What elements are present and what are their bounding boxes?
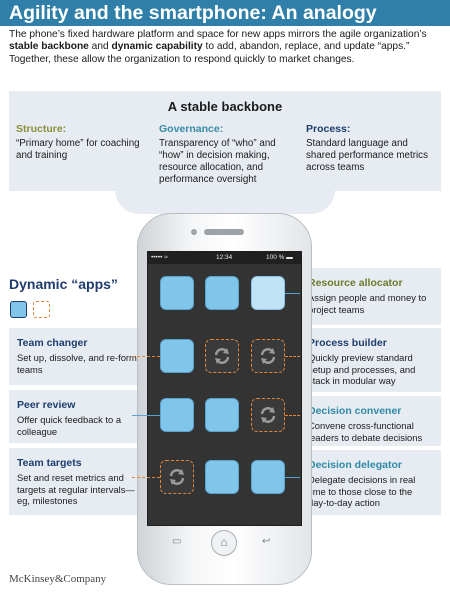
app-slot-refresh[interactable] xyxy=(205,339,239,373)
decision-delegator-title: Decision delegator xyxy=(308,459,402,471)
team-changer-title: Team changer xyxy=(17,337,88,349)
page-title: Agility and the smartphone: An analogy xyxy=(0,0,450,26)
intro-line3: Together, these allow the organization t… xyxy=(9,53,355,65)
structure-text: “Primary home” for coaching and training xyxy=(16,138,140,161)
app-icon[interactable] xyxy=(205,276,239,310)
decision-delegator-desc: Delegate decisions in real time to those… xyxy=(308,474,416,508)
speaker-slot xyxy=(204,229,244,235)
resource-allocator-title: Resource allocator xyxy=(308,277,403,289)
panel-team-targets: Team targets Set and reset metrics and t… xyxy=(9,448,149,515)
backbone-structure: Structure: “Primary home” for coaching a… xyxy=(16,123,146,162)
refresh-icon xyxy=(169,469,185,485)
legend-solid-app-icon xyxy=(10,301,27,318)
status-battery: 100 % ▬ xyxy=(266,254,293,261)
process-builder-desc: Quickly preview standard setup and proce… xyxy=(308,352,416,386)
team-targets-desc: Set and reset metrics and targets at reg… xyxy=(17,472,135,506)
connector-process-builder xyxy=(285,356,300,357)
team-changer-desc: Set up, dissolve, and re-form teams xyxy=(17,352,137,375)
process-builder-title: Process builder xyxy=(308,337,387,349)
app-icon[interactable] xyxy=(205,460,239,494)
governance-label: Governance: xyxy=(159,123,224,135)
intro-bold-stable-backbone: stable backbone xyxy=(9,41,89,53)
team-targets-title: Team targets xyxy=(17,457,82,469)
resource-allocator-desc: Assign people and money to project teams xyxy=(308,292,427,315)
footer-logo: McKinsey&Company xyxy=(9,573,107,585)
intro-text: The phone’s fixed hardware platform and … xyxy=(9,29,445,66)
app-icon[interactable] xyxy=(205,398,239,432)
governance-text: Transparency of “who” and “how” in decis… xyxy=(159,138,276,185)
status-bar: ••••• ≈ 12:34 100 % ▬ xyxy=(148,252,301,264)
connector-team-changer xyxy=(132,356,160,357)
app-slot-team-targets[interactable] xyxy=(160,460,194,494)
intro-line2-rest: to add, abandon, replace, and update “ap… xyxy=(202,41,410,53)
decision-convener-title: Decision convener xyxy=(308,405,402,417)
panel-team-changer: Team changer Set up, dissolve, and re-fo… xyxy=(9,328,149,385)
menu-icon[interactable]: ▭ xyxy=(172,536,182,547)
intro-bold-dynamic-capability: dynamic capability xyxy=(111,41,203,53)
app-icon[interactable] xyxy=(160,276,194,310)
status-signal: ••••• ≈ xyxy=(151,254,168,261)
decision-convener-desc: Convene cross-functional leaders to deba… xyxy=(308,420,423,443)
back-icon[interactable]: ↩ xyxy=(262,536,271,547)
legend-dashed-app-icon xyxy=(33,301,50,318)
connector-team-targets xyxy=(132,477,160,478)
intro-line1: The phone’s fixed hardware platform and … xyxy=(9,29,427,40)
connector-resource-allocator xyxy=(285,293,300,294)
connector-peer-review xyxy=(132,415,160,416)
app-icon-resource-allocator[interactable] xyxy=(251,276,285,310)
home-button[interactable]: ⌂ xyxy=(211,530,237,556)
refresh-icon xyxy=(260,348,276,364)
app-icon-peer-review[interactable] xyxy=(160,398,194,432)
app-icon-team-changer[interactable] xyxy=(160,339,194,373)
dynamic-apps-title: Dynamic “apps” xyxy=(9,276,118,292)
app-slot-decision-convener[interactable] xyxy=(251,398,285,432)
structure-label: Structure: xyxy=(16,123,67,135)
panel-decision-convener: Decision convener Convene cross-function… xyxy=(300,396,441,446)
app-icon-decision-delegator[interactable] xyxy=(251,460,285,494)
panel-process-builder: Process builder Quickly preview standard… xyxy=(300,328,441,392)
panel-peer-review: Peer review Offer quick feedback to a co… xyxy=(9,390,149,443)
status-time: 12:34 xyxy=(216,254,233,261)
peer-review-title: Peer review xyxy=(17,399,76,411)
peer-review-desc: Offer quick feedback to a colleague xyxy=(17,414,122,437)
backbone-panel: A stable backbone Structure: “Primary ho… xyxy=(9,91,441,191)
backbone-governance: Governance: Transparency of “who” and “h… xyxy=(159,123,294,186)
backbone-title: A stable backbone xyxy=(167,99,283,114)
app-slot-process-builder[interactable] xyxy=(251,339,285,373)
process-text: Standard language and shared performance… xyxy=(306,138,428,173)
process-label: Process: xyxy=(306,123,351,135)
connector-decision-convener xyxy=(285,415,300,416)
backbone-process: Process: Standard language and shared pe… xyxy=(306,123,439,174)
panel-resource-allocator: Resource allocator Assign people and mon… xyxy=(300,268,441,325)
refresh-icon xyxy=(260,407,276,423)
camera-icon xyxy=(191,229,197,235)
refresh-icon xyxy=(214,348,230,364)
panel-decision-delegator: Decision delegator Delegate decisions in… xyxy=(300,450,441,515)
backbone-connector-tab xyxy=(115,190,335,214)
intro-and: and xyxy=(88,41,112,53)
connector-decision-delegator xyxy=(285,477,300,478)
